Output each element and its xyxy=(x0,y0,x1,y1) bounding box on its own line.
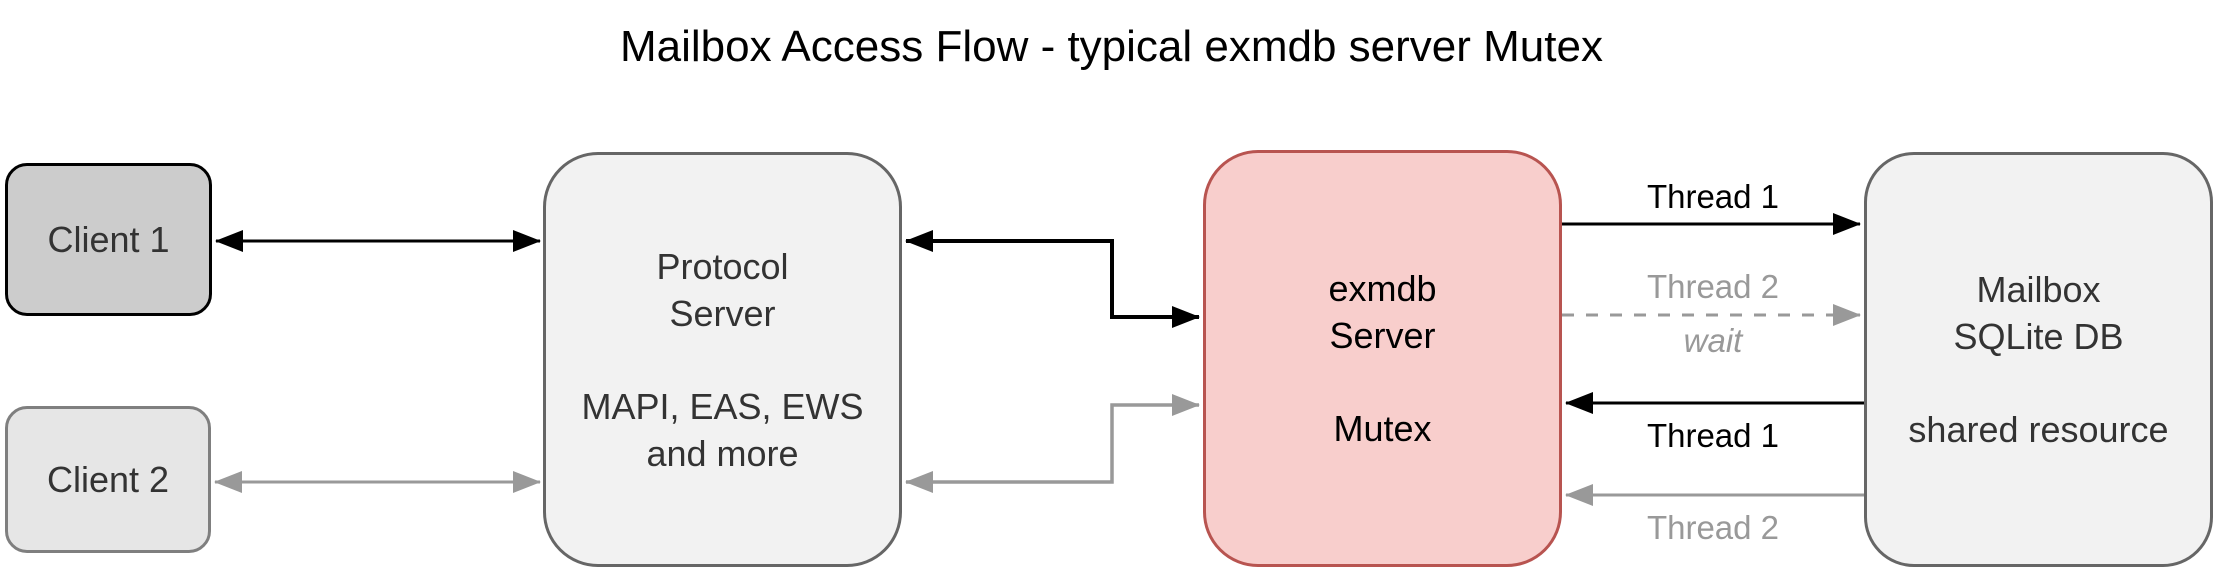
mailboxdb-name-line2: SQLite DB xyxy=(1953,316,2124,357)
node-protocol-server-detail: MAPI, EAS, EWS and more xyxy=(581,383,863,477)
diagram-title: Mailbox Access Flow - typical exmdb serv… xyxy=(620,22,1603,71)
protocol-detail-line2: and more xyxy=(646,432,799,474)
node-client1-label: Client 1 xyxy=(47,219,170,260)
node-exmdb-server-detail: Mutex xyxy=(1333,408,1432,449)
node-mailbox-sqlite-db-title: Mailbox SQLite DB xyxy=(1953,266,2123,360)
protocol-name-line1: Protocol xyxy=(656,245,789,287)
node-mailbox-sqlite-db-detail: shared resource xyxy=(1908,409,2169,450)
exmdb-name-line1: exmdb xyxy=(1328,268,1437,309)
node-client1: Client 1 xyxy=(5,163,212,316)
node-mailbox-sqlite-db: Mailbox SQLite DB shared resource xyxy=(1864,152,2213,567)
label-thread1-response: Thread 1 xyxy=(1646,417,1780,454)
node-client2: Client 2 xyxy=(5,406,211,553)
protocol-name-line2: Server xyxy=(669,292,776,334)
edge-protocol-exmdb-black xyxy=(905,230,1200,328)
node-exmdb-server-title: exmdb Server xyxy=(1328,265,1436,359)
mailboxdb-name-line1: Mailbox xyxy=(1976,269,2101,310)
edge-protocol-exmdb-gray xyxy=(905,394,1200,493)
protocol-detail-line1: MAPI, EAS, EWS xyxy=(581,385,864,427)
label-thread2-response: Thread 2 xyxy=(1646,509,1780,546)
label-thread2-wait: wait xyxy=(1683,322,1743,359)
node-protocol-server-title: Protocol Server xyxy=(656,243,788,337)
label-thread1-request: Thread 1 xyxy=(1646,178,1780,215)
node-client2-label: Client 2 xyxy=(46,459,170,500)
label-thread2-request: Thread 2 xyxy=(1646,268,1780,305)
node-protocol-server: Protocol Server MAPI, EAS, EWS and more xyxy=(543,152,902,567)
node-exmdb-server: exmdb Server Mutex xyxy=(1203,150,1562,567)
exmdb-name-line2: Server xyxy=(1329,315,1436,356)
